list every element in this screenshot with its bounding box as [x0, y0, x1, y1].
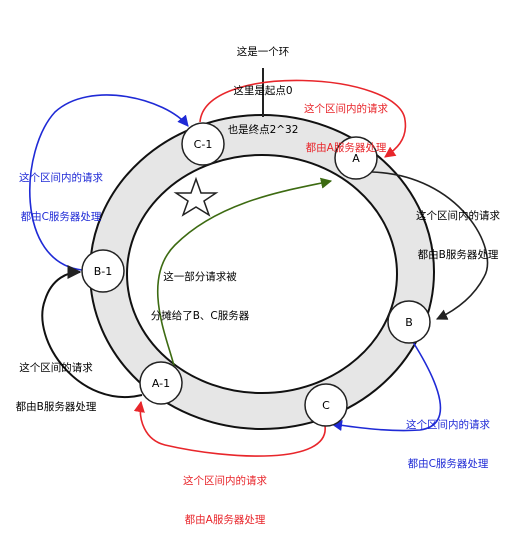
hash-ring-diagram: C-1 A B-1 B A-1 C 这是一个环 这里是起点0 也是终点2^32 … [0, 20, 511, 526]
ring-origin-note: 这是一个环 这里是起点0 也是终点2^32 [203, 20, 323, 163]
b-range-right-note-line1: 这个区间内的请求 [416, 210, 500, 222]
b-range-left-note-line1: 这个区间的请求 [19, 362, 93, 374]
a-range-bottom-note: 这个区间内的请求 都由A服务器处理 [160, 449, 290, 553]
star-icon [173, 176, 219, 217]
arrow-c-to-a1 [133, 400, 326, 457]
a-range-note-line1: 这个区间内的请求 [304, 103, 388, 115]
c-range-bottom-note-line2: 都由C服务器处理 [407, 458, 489, 470]
arrow-b-to-c [330, 341, 442, 432]
c-range-top-note-line2: 都由C服务器处理 [20, 211, 102, 223]
b-range-right-note-line2: 都由B服务器处理 [417, 249, 499, 261]
node-b[interactable]: B [387, 300, 431, 344]
node-a-label: A [352, 152, 360, 165]
shared-requests-note-line1: 这一部分请求被 [163, 271, 237, 283]
node-a1[interactable]: A-1 [139, 361, 183, 405]
ring-origin-note-line2: 这里是起点0 [233, 85, 293, 97]
arrow-a1-to-a-green [157, 177, 333, 367]
node-a1-label: A-1 [152, 377, 170, 390]
node-b1-label: B-1 [94, 265, 113, 278]
ring-origin-note-line1: 这是一个环 [236, 46, 290, 58]
node-b1[interactable]: B-1 [81, 249, 125, 293]
c-range-top-note-line1: 这个区间内的请求 [19, 172, 103, 184]
diagram-canvas: C-1 A B-1 B A-1 C [29, 68, 489, 457]
a-range-note-line2: 都由A服务器处理 [305, 142, 387, 154]
a-range-note: 这个区间内的请求 都由A服务器处理 [276, 77, 416, 181]
a-range-bottom-note-line1: 这个区间内的请求 [183, 475, 267, 487]
arrow-c1-to-a [199, 79, 407, 158]
shared-requests-note: 这一部分请求被 分摊给了B、C服务器 [135, 245, 265, 349]
node-c-label: C [322, 399, 330, 412]
hash-ring [88, 114, 436, 430]
b-range-left-note: 这个区间的请求 都由B服务器处理 [0, 336, 112, 440]
c-range-bottom-note-line1: 这个区间内的请求 [406, 419, 490, 431]
arrow-a-to-b [371, 171, 489, 320]
c-range-bottom-note: 这个区间内的请求 都由C服务器处理 [390, 393, 506, 497]
ring-origin-note-line3: 也是终点2^32 [227, 124, 299, 136]
node-c[interactable]: C [304, 383, 348, 427]
b-range-right-note: 这个区间内的请求 都由B服务器处理 [405, 184, 511, 288]
arrow-b1-to-c1 [29, 94, 189, 271]
b-range-left-note-line2: 都由B服务器处理 [15, 401, 97, 413]
node-c1[interactable]: C-1 [181, 122, 225, 166]
node-a[interactable]: A [334, 136, 378, 180]
shared-requests-note-line2: 分摊给了B、C服务器 [150, 310, 250, 322]
a-range-bottom-note-line2: 都由A服务器处理 [184, 514, 266, 526]
arrow-a1-to-b1 [41, 265, 143, 398]
node-b-label: B [405, 316, 413, 329]
c-range-top-note: 这个区间内的请求 都由C服务器处理 [6, 146, 116, 250]
node-c1-label: C-1 [194, 138, 213, 151]
